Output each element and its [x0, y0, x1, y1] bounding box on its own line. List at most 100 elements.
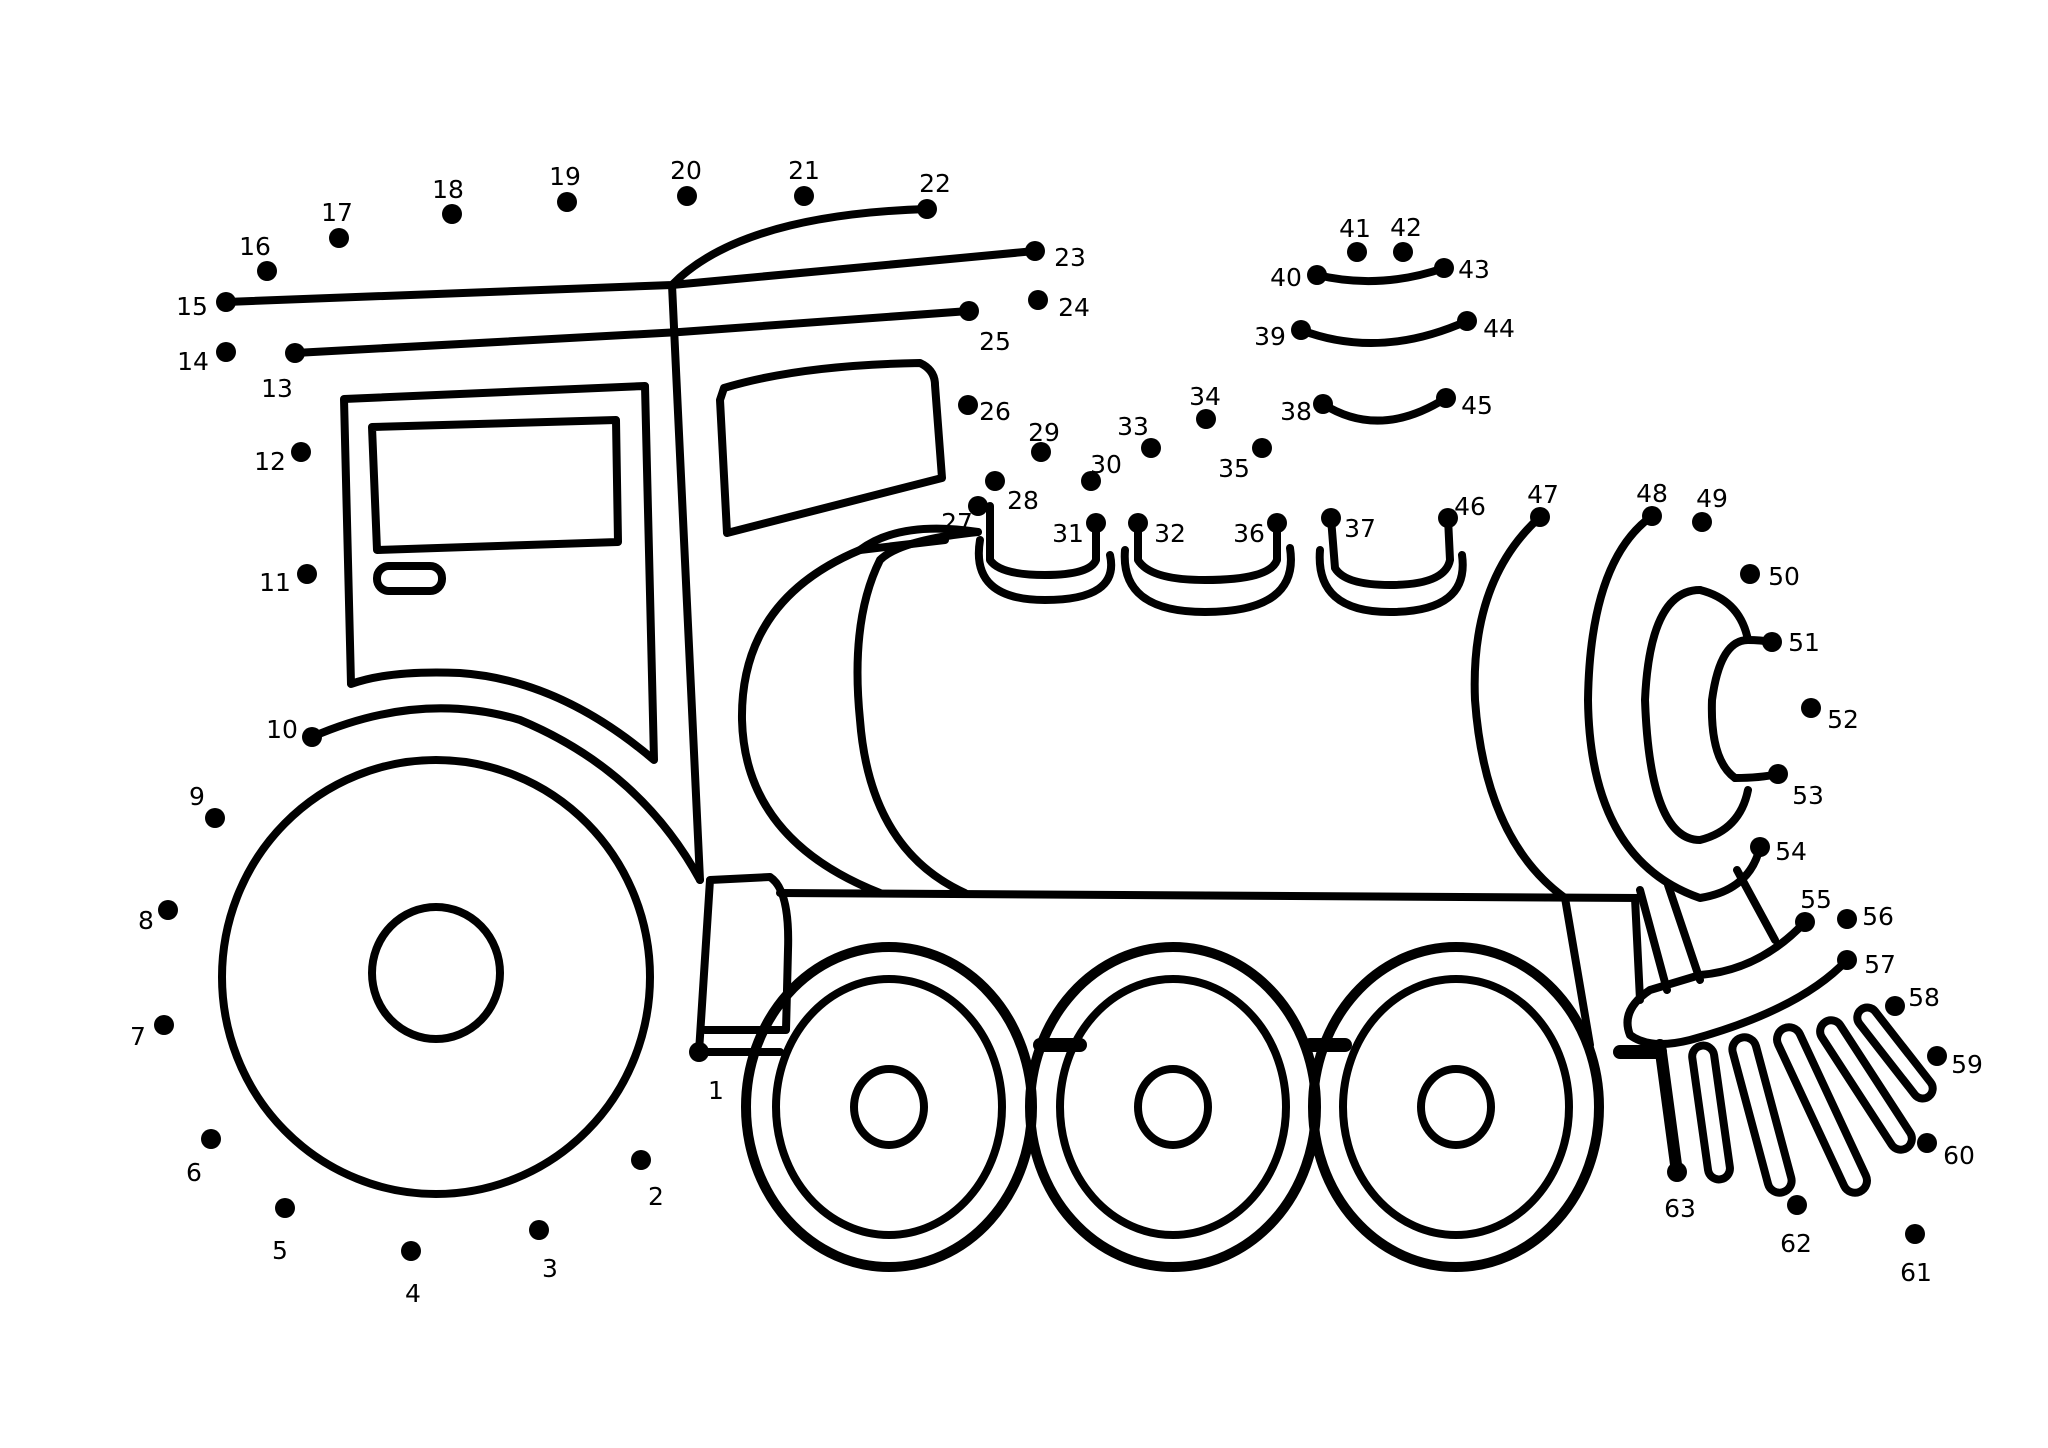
dot-marker — [677, 186, 697, 206]
dot-number-label: 15 — [176, 292, 208, 321]
dot-62: 62 — [1780, 1195, 1812, 1258]
dot-marker — [1291, 320, 1311, 340]
dot-50: 50 — [1740, 562, 1800, 591]
cowcatcher — [1561, 866, 1937, 1197]
dot-61: 61 — [1900, 1224, 1932, 1287]
dot-number-label: 41 — [1339, 214, 1371, 243]
dot-marker — [1086, 513, 1106, 533]
dot-marker — [1252, 438, 1272, 458]
dot-number-label: 22 — [919, 169, 951, 198]
dot-21: 21 — [788, 156, 820, 206]
dot-marker — [1905, 1224, 1925, 1244]
dot-41: 41 — [1339, 214, 1371, 262]
dot-marker — [631, 1150, 651, 1170]
dot-number-label: 32 — [1154, 519, 1186, 548]
dot-43: 43 — [1434, 255, 1490, 284]
dot-marker — [1885, 996, 1905, 1016]
dot-marker — [1837, 950, 1857, 970]
cab-roof — [222, 205, 1039, 884]
dot-marker — [1801, 698, 1821, 718]
dot-number-label: 33 — [1117, 412, 1149, 441]
dot-number-label: 30 — [1090, 450, 1122, 479]
dot-28: 28 — [985, 471, 1039, 515]
rear-wheel — [218, 756, 654, 1198]
dot-number-label: 28 — [1007, 486, 1039, 515]
dot-53: 53 — [1768, 764, 1824, 810]
dot-35: 35 — [1218, 438, 1272, 483]
dot-number-label: 13 — [261, 374, 293, 403]
dot-44: 44 — [1457, 311, 1515, 343]
dot-marker — [201, 1129, 221, 1149]
dot-marker — [689, 1042, 709, 1062]
dot-45: 45 — [1436, 388, 1493, 420]
dot-marker — [158, 900, 178, 920]
dot-number-label: 3 — [542, 1254, 558, 1283]
dot-marker — [1692, 512, 1712, 532]
dot-marker — [329, 228, 349, 248]
dot-marker — [1768, 764, 1788, 784]
dot-number-label: 19 — [549, 162, 581, 191]
dot-number-label: 48 — [1636, 479, 1668, 508]
dot-6: 6 — [186, 1129, 221, 1187]
dot-marker — [1025, 241, 1045, 261]
dot-number-label: 49 — [1696, 484, 1728, 513]
dot-number-label: 40 — [1270, 263, 1302, 292]
dot-number-label: 34 — [1189, 382, 1221, 411]
dot-5: 5 — [272, 1198, 295, 1265]
dot-marker — [958, 395, 978, 415]
dot-38: 38 — [1280, 394, 1333, 426]
dot-57: 57 — [1837, 950, 1896, 979]
dot-55: 55 — [1795, 885, 1832, 932]
dot-number-label: 57 — [1864, 950, 1896, 979]
dot-number-label: 23 — [1054, 243, 1086, 272]
dot-13: 13 — [261, 343, 305, 403]
dot-number-label: 27 — [941, 508, 973, 537]
dot-marker — [205, 808, 225, 828]
dot-52: 52 — [1801, 698, 1859, 734]
dot-40: 40 — [1270, 263, 1327, 292]
dot-60: 60 — [1917, 1133, 1975, 1170]
dot-number-label: 61 — [1900, 1258, 1932, 1287]
dot-number-label: 37 — [1344, 514, 1376, 543]
dot-23: 23 — [1025, 241, 1086, 272]
dot-marker — [985, 471, 1005, 491]
dot-number-label: 59 — [1951, 1050, 1983, 1079]
dot-51: 51 — [1762, 628, 1820, 657]
dot-number-label: 9 — [189, 782, 205, 811]
dot-11: 11 — [259, 564, 317, 597]
dot-24: 24 — [1028, 290, 1090, 322]
dot-17: 17 — [321, 198, 353, 248]
dot-marker — [1141, 438, 1161, 458]
dot-number-label: 42 — [1390, 213, 1422, 242]
dot-46: 46 — [1438, 492, 1486, 528]
dot-18: 18 — [432, 175, 464, 224]
dot-marker — [1837, 909, 1857, 929]
dot-number-label: 31 — [1052, 519, 1084, 548]
dot-marker — [401, 1241, 421, 1261]
dot-54: 54 — [1750, 837, 1807, 866]
dot-number-label: 60 — [1943, 1141, 1975, 1170]
dot-marker — [1530, 507, 1550, 527]
dot-14: 14 — [177, 342, 236, 376]
dot-7: 7 — [130, 1015, 174, 1051]
dot-marker — [1740, 564, 1760, 584]
dot-48: 48 — [1636, 479, 1668, 526]
boiler — [737, 512, 1782, 902]
dot-marker — [1313, 394, 1333, 414]
dot-marker — [1434, 258, 1454, 278]
dot-36: 36 — [1233, 513, 1287, 548]
dot-26: 26 — [958, 395, 1011, 426]
dot-39: 39 — [1254, 320, 1311, 351]
dot-number-label: 38 — [1280, 397, 1312, 426]
dot-marker — [442, 204, 462, 224]
dot-number-label: 45 — [1461, 391, 1493, 420]
dot-number-label: 24 — [1058, 293, 1090, 322]
dot-58: 58 — [1885, 983, 1940, 1016]
dot-number-label: 55 — [1800, 885, 1832, 914]
dot-number-label: 53 — [1792, 781, 1824, 810]
dot-42: 42 — [1390, 213, 1422, 262]
frame — [695, 873, 1667, 1059]
dot-12: 12 — [254, 442, 311, 476]
